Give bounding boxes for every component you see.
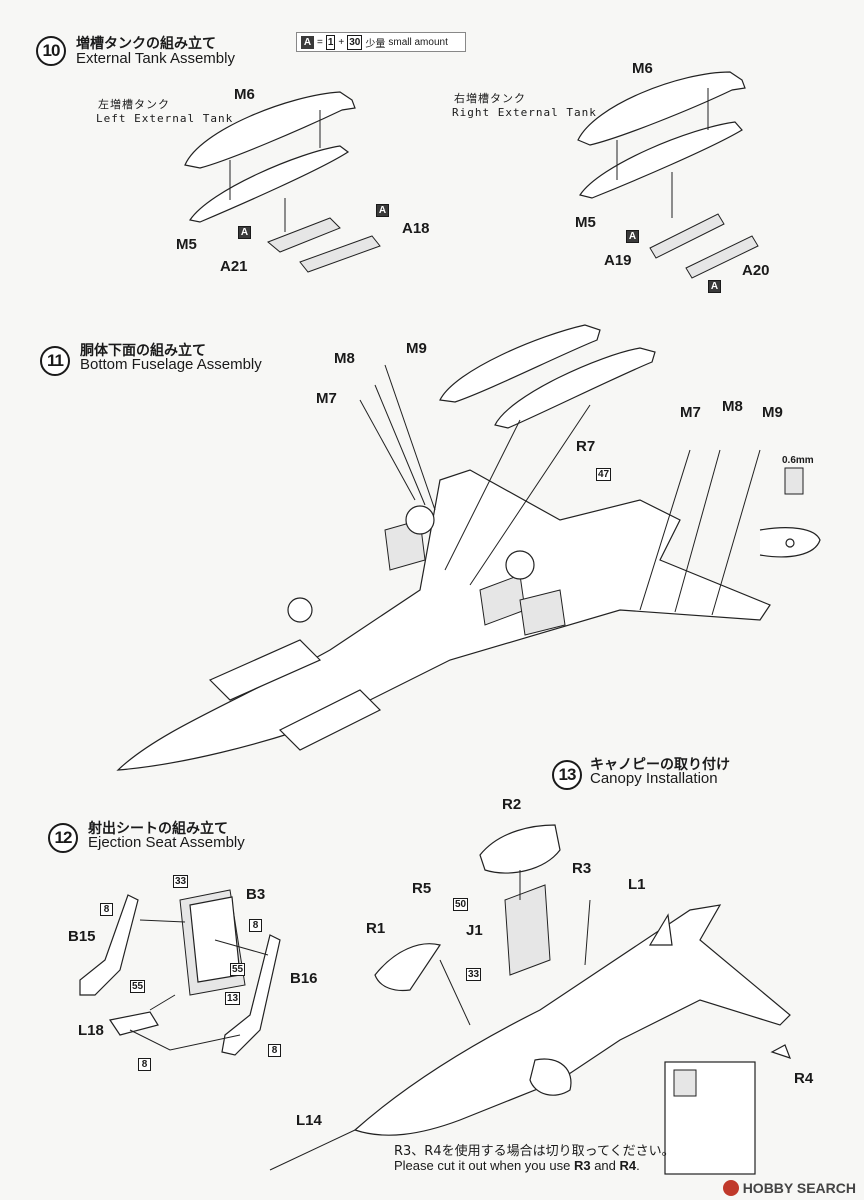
- legend-1: 1: [325, 34, 336, 50]
- part-m7-right: M7: [680, 404, 701, 421]
- watermark-text: HOBBY SEARCH: [742, 1180, 856, 1196]
- part-r2: R2: [502, 796, 522, 813]
- step-12-title-en: Ejection Seat Assembly: [88, 834, 245, 851]
- part-m7-left: M7: [316, 390, 337, 407]
- part-l14: L14: [296, 1112, 322, 1129]
- cutout-note-jp: R3、R4を使用する場合は切り取ってください。: [394, 1144, 675, 1159]
- legend-jp: 少量: [365, 38, 386, 50]
- step-13-title-jp: キャノピーの取り付け: [590, 757, 730, 773]
- right-tank-drawing: [577, 71, 759, 279]
- right-tank-label-jp: 右増槽タンク: [454, 92, 526, 105]
- color-8-d: 8: [138, 1058, 151, 1071]
- drill-size-label: 0.6mm: [782, 455, 814, 466]
- color-47: 47: [596, 468, 612, 481]
- legend-eq: =: [317, 36, 323, 48]
- part-r5: R5: [412, 880, 432, 897]
- part-m5-right: M5: [575, 214, 596, 231]
- color-55-a: 55: [230, 963, 246, 976]
- part-a19: A19: [604, 252, 632, 269]
- note-en-and: and: [590, 1158, 620, 1173]
- color-a-4: A: [708, 280, 721, 293]
- ejection-seat-drawing: [79, 889, 281, 1056]
- part-m8-right: M8: [722, 398, 743, 415]
- color-55-b: 55: [130, 980, 146, 993]
- part-r1: R1: [366, 920, 386, 937]
- color-8-c: 8: [268, 1044, 281, 1057]
- note-en-end: .: [636, 1158, 640, 1173]
- canopy-install-drawing: [269, 824, 792, 1175]
- part-m5-left: M5: [176, 236, 197, 253]
- part-a18: A18: [402, 220, 430, 237]
- left-tank-label-en: Left External Tank: [96, 112, 234, 125]
- color-8-b: 8: [249, 919, 262, 932]
- part-r4: R4: [794, 1070, 814, 1087]
- part-m6-left: M6: [234, 86, 255, 103]
- color-8-a: 8: [100, 903, 113, 916]
- hobby-search-watermark: HOBBY SEARCH: [722, 1180, 856, 1196]
- step-13-number: 13: [552, 760, 582, 790]
- cutout-note-en: Please cut it out when you use R3 and R4…: [394, 1158, 640, 1173]
- part-a20: A20: [742, 262, 770, 279]
- color-33-seat: 33: [173, 875, 189, 888]
- part-j1: J1: [466, 922, 483, 939]
- color-33-canopy: 33: [466, 968, 482, 981]
- legend-plus: +: [338, 36, 345, 48]
- color-a-2: A: [238, 226, 251, 239]
- step-10-title-en: External Tank Assembly: [76, 50, 235, 67]
- step-12-title-jp: 射出シートの組み立て: [88, 821, 228, 837]
- legend-en: small amount: [388, 36, 448, 48]
- step-10-title-jp: 増槽タンクの組み立て: [76, 36, 216, 52]
- part-r3: R3: [572, 860, 592, 877]
- hobby-search-logo-icon: [722, 1180, 739, 1196]
- color-13: 13: [225, 992, 241, 1005]
- step-11-title-en: Bottom Fuselage Assembly: [80, 356, 262, 373]
- left-tank-drawing: [184, 91, 381, 273]
- color-50: 50: [453, 898, 469, 911]
- part-m9-left: M9: [406, 340, 427, 357]
- bottom-fuselage-drawing: [116, 324, 821, 771]
- step-12-number: 12: [48, 823, 78, 853]
- legend-a: A: [301, 35, 314, 49]
- note-en-r3: R3: [573, 1158, 591, 1173]
- step-10-number: 10: [36, 36, 66, 66]
- color-a-1: A: [376, 204, 389, 217]
- right-tank-label-en: Right External Tank: [452, 106, 597, 119]
- part-m8-left: M8: [334, 350, 355, 367]
- legend-30: 30: [347, 34, 363, 50]
- color-a-3: A: [626, 230, 639, 243]
- part-l18: L18: [78, 1022, 104, 1039]
- part-b16: B16: [290, 970, 318, 987]
- part-a21: A21: [220, 258, 248, 275]
- part-m9-right: M9: [762, 404, 783, 421]
- note-en-prefix: Please cut it out when you use: [394, 1158, 574, 1173]
- note-en-r4: R4: [619, 1158, 637, 1173]
- left-tank-label-jp: 左増槽タンク: [98, 98, 170, 111]
- step-11-number: 11: [40, 346, 70, 376]
- part-l1: L1: [628, 876, 646, 893]
- part-b3: B3: [246, 886, 266, 903]
- step-11-title-jp: 胴体下面の組み立て: [80, 343, 206, 359]
- part-b15: B15: [68, 928, 96, 945]
- color-legend: A = 1 + 30 少量 small amount: [296, 32, 466, 52]
- step-13-title-en: Canopy Installation: [590, 770, 718, 787]
- part-m6-right: M6: [632, 60, 653, 77]
- part-r7: R7: [576, 438, 596, 455]
